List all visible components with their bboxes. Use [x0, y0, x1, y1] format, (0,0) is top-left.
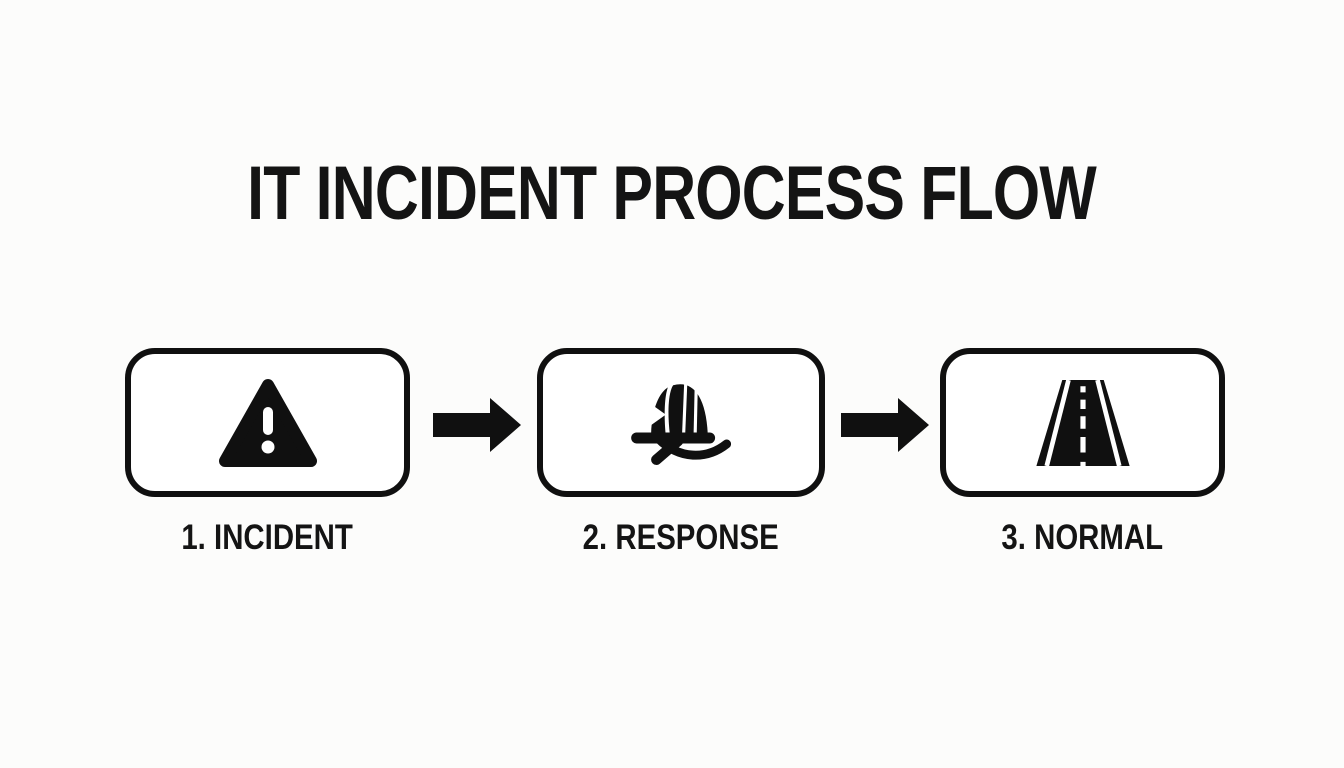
arrow-right-icon	[841, 398, 929, 452]
page-title: IT INCIDENT PROCESS FLOW	[0, 156, 1344, 232]
firefighter-helmet-icon	[631, 382, 731, 465]
step-label-response-text: 2. RESPONSE	[582, 518, 780, 557]
step-label-incident: 1. INCIDENT	[125, 520, 410, 555]
page-title-text: IT INCIDENT PROCESS FLOW	[247, 151, 1098, 236]
step-label-normal-text: 3. NORMAL	[1001, 518, 1164, 557]
step-box-normal	[940, 348, 1225, 497]
step-label-response: 2. RESPONSE	[537, 520, 825, 555]
step-label-normal: 3. NORMAL	[940, 520, 1225, 555]
step-box-incident	[125, 348, 410, 497]
step-box-response	[537, 348, 825, 497]
step-label-incident-text: 1. INCIDENT	[181, 518, 354, 557]
road-icon	[1035, 379, 1130, 466]
warning-triangle-icon	[218, 378, 317, 467]
arrow-right-icon	[433, 398, 521, 452]
